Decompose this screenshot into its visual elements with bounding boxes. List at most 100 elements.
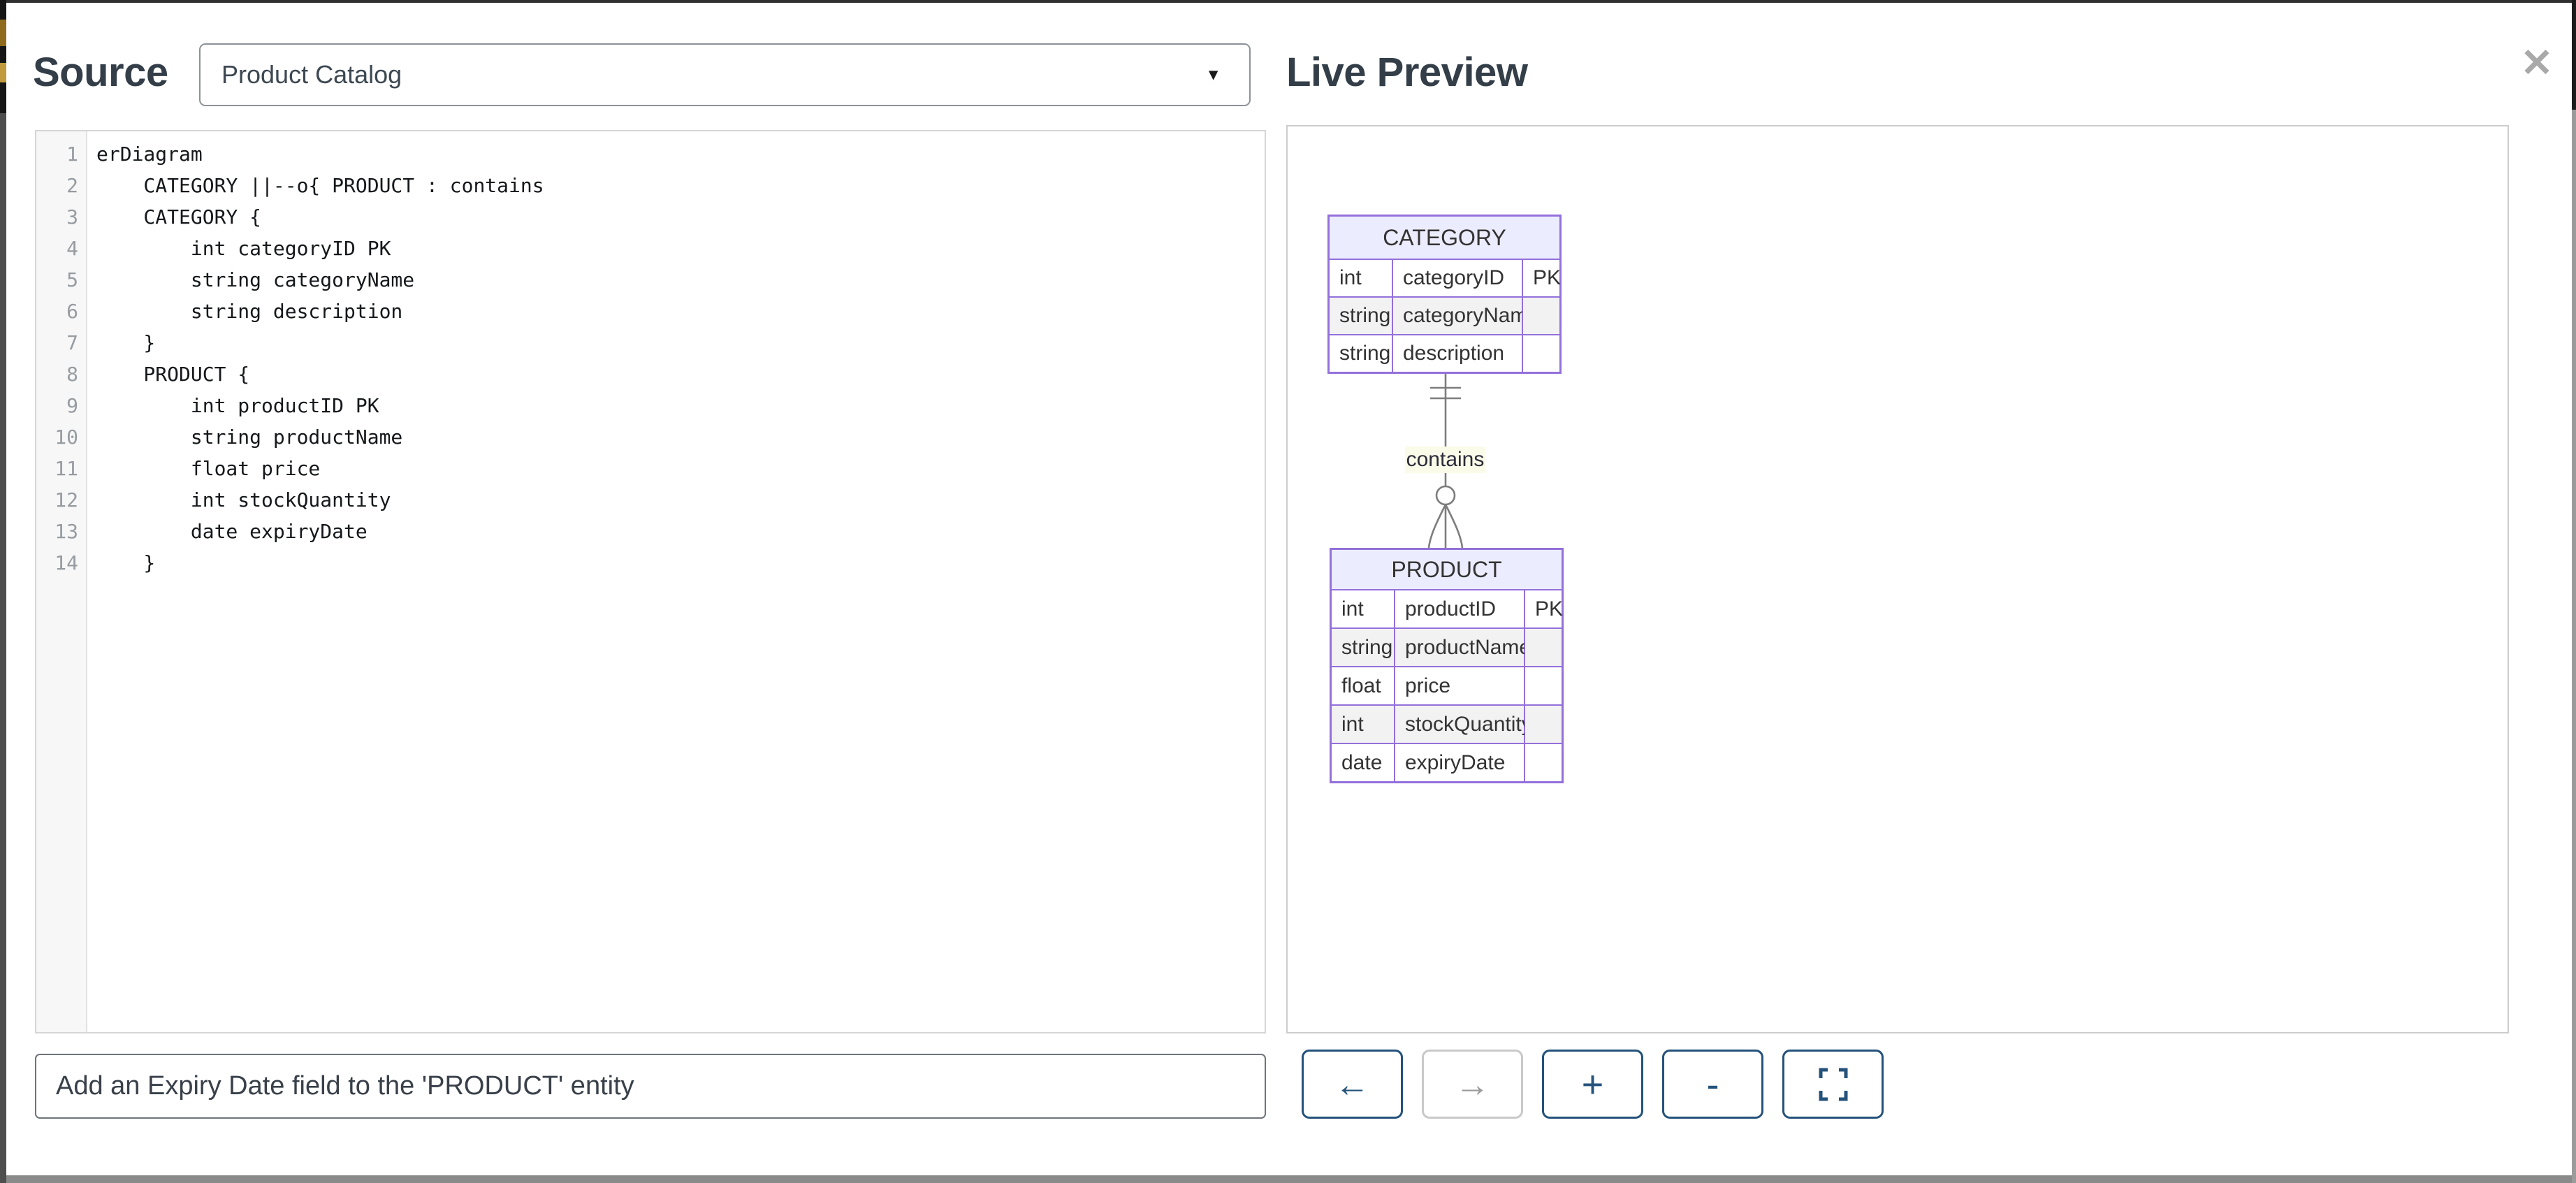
code-text: } [96,331,156,354]
code-text: date expiryDate [96,520,368,543]
attribute-key [1525,628,1562,667]
attribute-name: categoryName [1392,297,1539,335]
code-text: PRODUCT { [96,363,250,386]
attribute-type: int [1331,705,1395,743]
code-line: 9 int productID PK [36,390,1265,421]
attribute-key [1522,335,1560,372]
attribute-key [1525,743,1562,782]
attribute-type: string [1331,628,1395,667]
code-line: 4 int categoryID PK [36,233,1265,264]
zoom-out-button[interactable]: - [1662,1050,1763,1119]
live-preview-title: Live Preview [1286,50,1528,95]
code-line: 1 erDiagram [36,138,1265,170]
attribute-name: expiryDate [1395,743,1525,782]
attribute-key [1522,297,1560,335]
line-number-gutter [36,131,87,1032]
line-number: 9 [66,394,78,417]
code-text: CATEGORY { [96,205,262,228]
attribute-name: price [1395,667,1525,705]
code-line: 10 string productName [36,421,1265,453]
code-text: string description [96,300,403,323]
entity-product: PRODUCT int productID PK string productN… [1330,548,1564,783]
code-text: string productName [96,426,403,449]
arrow-left-icon: ← [1334,1064,1370,1104]
code-line: 8 PRODUCT { [36,358,1265,390]
code-text: } [96,551,156,574]
code-text: int categoryID PK [96,237,391,260]
chevron-down-icon: ▼ [1205,65,1221,84]
code-line: 6 string description [36,296,1265,327]
code-text: CATEGORY ||--o{ PRODUCT : contains [96,174,544,197]
code-line: 14 } [36,547,1265,579]
cardinality-zero-many-icon [1427,485,1464,549]
line-number: 13 [54,520,78,543]
code-line: 2 CATEGORY ||--o{ PRODUCT : contains [36,170,1265,201]
arrow-right-icon: → [1455,1064,1490,1104]
code-line: 11 float price [36,453,1265,484]
attribute-key: PK [1522,259,1561,297]
relationship-label: contains [1405,447,1485,473]
line-number: 3 [66,205,78,228]
code-text: int stockQuantity [96,488,391,511]
attribute-key: PK [1525,590,1563,628]
code-line: 12 int stockQuantity [36,484,1265,516]
code-text: erDiagram [96,143,203,166]
window-edge-lower [0,113,6,1183]
ai-prompt-input[interactable] [35,1054,1266,1119]
close-icon[interactable]: ✕ [2512,38,2561,87]
attribute-name: productID [1395,590,1525,628]
line-number: 2 [66,174,78,197]
history-forward-button[interactable]: → [1422,1050,1523,1119]
code-text: float price [96,457,321,480]
line-number: 8 [66,363,78,386]
line-number: 12 [54,488,78,511]
entity-category: CATEGORY int categoryID PK string catego… [1327,215,1562,374]
code-line: 3 CATEGORY { [36,201,1265,233]
attribute-key [1525,705,1562,743]
code-lines: 1 erDiagram 2 CATEGORY ||--o{ PRODUCT : c… [36,138,1265,579]
line-number: 4 [66,237,78,260]
attribute-type: float [1331,667,1395,705]
attribute-type: int [1331,590,1395,628]
attribute-type: string [1329,335,1392,372]
window-edge-right [2572,110,2576,1183]
history-back-button[interactable]: ← [1302,1050,1403,1119]
window-edge-accent [0,20,6,46]
source-code-editor[interactable]: 1 erDiagram 2 CATEGORY ||--o{ PRODUCT : c… [35,130,1266,1033]
fullscreen-button[interactable] [1782,1050,1884,1119]
live-preview-pane: contains CATEGORY int categoryID PK stri… [1286,125,2509,1033]
code-text: string categoryName [96,268,415,291]
window-edge-accent [0,63,6,82]
window-edge-left [0,0,6,1183]
code-line: 5 string categoryName [36,264,1265,296]
diagram-select-dropdown[interactable]: Product Catalog ▼ [199,43,1251,106]
window-edge-top [6,0,2576,3]
line-number: 7 [66,331,78,354]
attribute-name: description [1392,335,1522,372]
line-number: 10 [54,426,78,449]
code-line: 13 date expiryDate [36,516,1265,547]
line-number: 14 [54,551,78,574]
line-number: 1 [66,143,78,166]
attribute-type: string [1329,297,1392,335]
line-number: 5 [66,268,78,291]
line-number: 11 [54,457,78,480]
plus-icon: + [1581,1063,1604,1105]
fullscreen-icon [1819,1068,1847,1101]
zoom-in-button[interactable]: + [1542,1050,1643,1119]
minus-icon: - [1706,1063,1719,1105]
code-line: 7 } [36,327,1265,358]
attribute-name: stockQuantity [1395,705,1532,743]
window-edge-right [2572,0,2576,110]
attribute-name: productName [1395,628,1531,667]
attribute-name: categoryID [1392,259,1522,297]
attribute-key [1525,667,1562,705]
entity-title: PRODUCT [1331,549,1562,590]
background-page-edge [0,1175,2576,1183]
code-text: int productID PK [96,394,379,417]
attribute-type: int [1329,259,1392,297]
entity-title: CATEGORY [1329,216,1560,259]
diagram-select-value: Product Catalog [221,60,402,89]
source-panel-title: Source [33,50,168,95]
